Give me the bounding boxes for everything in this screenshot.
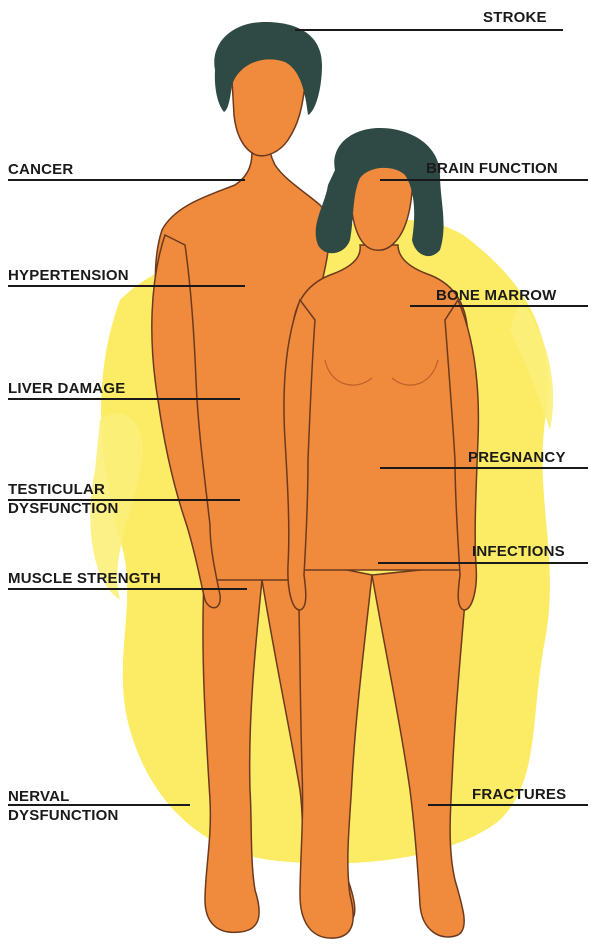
label-stroke: STROKE xyxy=(483,8,547,27)
label-liver-damage: LIVER DAMAGE xyxy=(8,379,125,398)
label-bone-marrow: BONE MARROW xyxy=(436,286,557,305)
label-pregnancy: PREGNANCY xyxy=(468,448,566,467)
label-testicular-dysfunction: TESTICULAR DYSFUNCTION xyxy=(8,480,119,518)
label-hypertension: HYPERTENSION xyxy=(8,266,129,285)
label-brain-function: BRAIN FUNCTION xyxy=(426,159,558,178)
label-infections: INFECTIONS xyxy=(472,542,565,561)
label-fractures: FRACTURES xyxy=(472,785,566,804)
label-muscle-strength: MUSCLE STRENGTH xyxy=(8,569,161,588)
label-nerval-dysfunction: NERVAL DYSFUNCTION xyxy=(8,787,119,825)
label-cancer: CANCER xyxy=(8,160,73,179)
